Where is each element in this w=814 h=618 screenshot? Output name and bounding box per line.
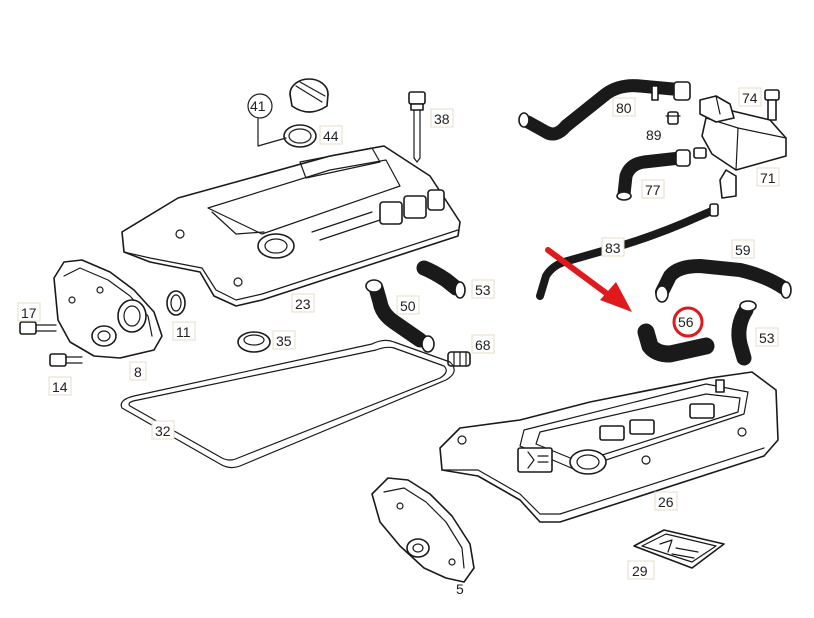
label-41: 41 [250, 98, 266, 114]
label-89: 89 [646, 127, 662, 143]
oil-separator-71 [693, 95, 787, 199]
label-29: 29 [632, 563, 648, 579]
tube-83 [536, 203, 719, 300]
bolt-74 [764, 89, 780, 121]
label-59: 59 [735, 242, 751, 258]
label-35: 35 [276, 333, 292, 349]
callout-bracket-41 [257, 117, 287, 147]
cover-plate-8 [53, 259, 163, 359]
label-38: 38 [434, 111, 450, 127]
label-83: 83 [605, 240, 621, 256]
plug-89 [665, 111, 681, 125]
elbow-hose-77 [616, 149, 691, 201]
valve-cover-26 [439, 371, 779, 523]
oil-filler-cap [289, 78, 329, 113]
seal-35 [237, 331, 271, 353]
label-5: 5 [456, 581, 464, 597]
valve-cover-23 [121, 145, 461, 307]
tube-50 [365, 279, 435, 353]
breather-hose-80 [518, 79, 691, 141]
oring-11 [166, 290, 186, 316]
label-74: 74 [742, 90, 758, 106]
label-32: 32 [155, 423, 171, 439]
label-71: 71 [760, 170, 776, 186]
label-26: 26 [658, 494, 674, 510]
hose-56-fill [639, 325, 713, 361]
hose-59 [655, 259, 792, 303]
label-53-right: 53 [759, 330, 775, 346]
label-77: 77 [645, 182, 661, 198]
grommet-68 [447, 351, 471, 367]
label-23: 23 [295, 296, 311, 312]
label-50: 50 [400, 298, 416, 314]
gasket-32 [120, 339, 455, 469]
bolt-14 [49, 353, 83, 367]
label-14: 14 [52, 379, 68, 395]
seal-ring-44 [283, 124, 317, 148]
bolt-38 [408, 91, 426, 163]
label-8: 8 [134, 364, 142, 380]
red-arrow-icon [545, 247, 632, 312]
bolt-17 [19, 321, 57, 335]
label-68: 68 [475, 337, 491, 353]
label-56: 56 [678, 314, 694, 330]
label-sticker-29 [633, 529, 725, 569]
hose-53-right [731, 300, 757, 366]
red-circle-icon [672, 306, 704, 338]
label-11: 11 [176, 324, 191, 340]
label-44: 44 [323, 128, 339, 144]
label-53-left: 53 [475, 282, 491, 298]
cover-plate-5 [371, 477, 475, 583]
highlighted-hose-56 [637, 323, 715, 363]
elbow-53-left [416, 260, 466, 299]
label-17: 17 [21, 305, 37, 321]
label-80: 80 [616, 100, 632, 116]
